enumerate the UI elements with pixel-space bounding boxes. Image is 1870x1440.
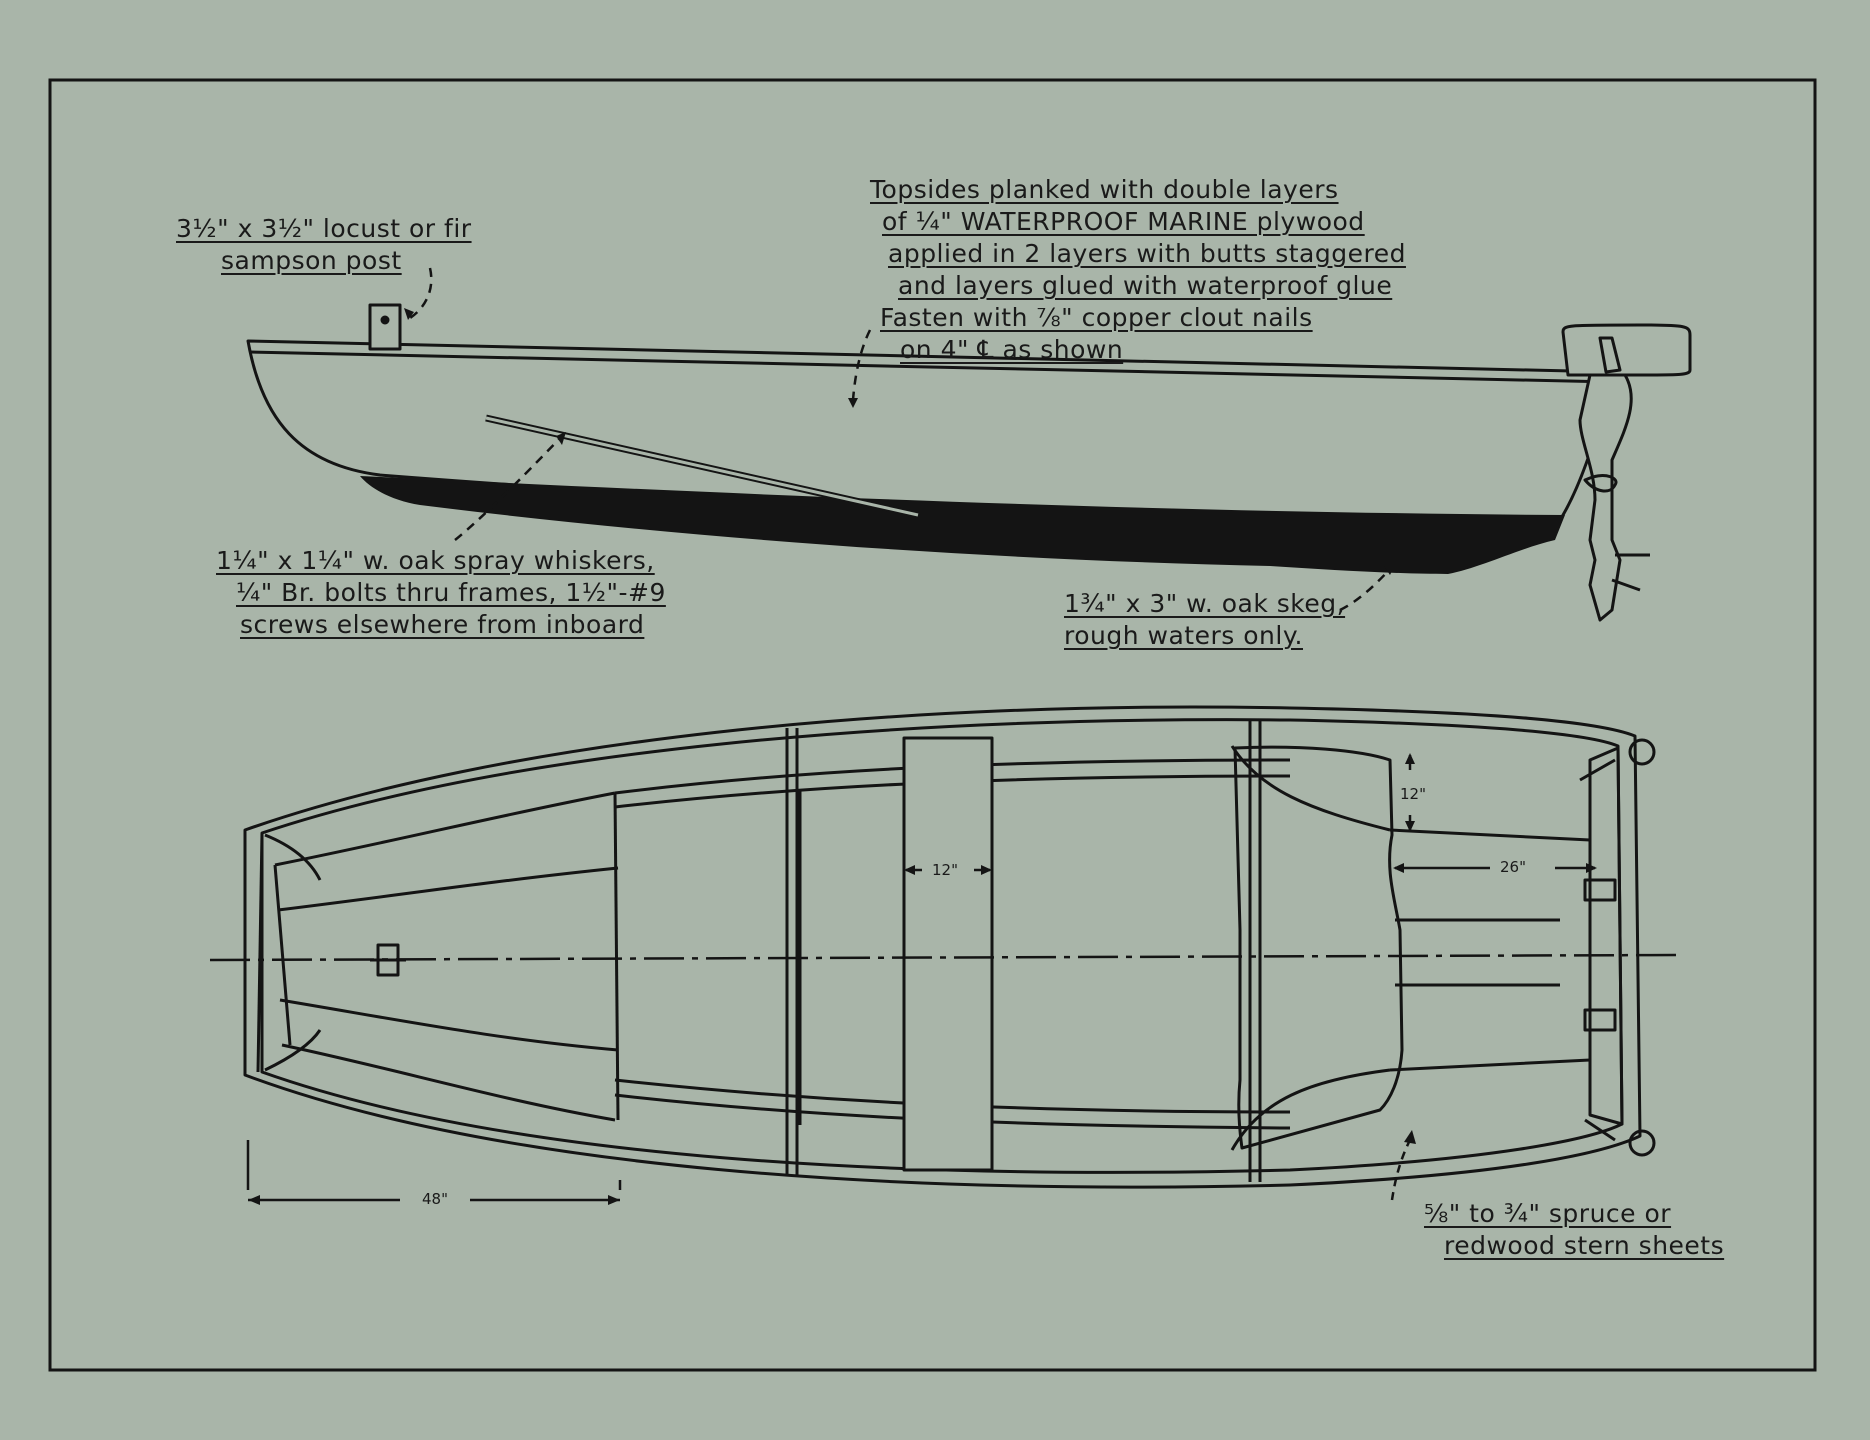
hull-bottom-paint <box>360 476 1565 574</box>
dim-label-thwart-width: 12" <box>932 861 958 879</box>
frame-border <box>48 78 1817 1372</box>
foredeck-plank <box>274 791 619 1122</box>
center-thwart <box>902 736 994 1172</box>
leader-skeg <box>1339 566 1393 612</box>
dim-label-bow-length: 48" <box>422 1190 448 1208</box>
dim-label-seat-depth: 12" <box>1400 785 1426 803</box>
note-topsides: Topsides planked with double layers of ¼… <box>870 175 1406 364</box>
centerline <box>209 953 1681 962</box>
transom <box>1588 746 1624 1126</box>
dim-label-seat-width: 26" <box>1500 858 1526 876</box>
stern-eyebolt-port <box>1628 738 1656 766</box>
note-skeg: 1¾" x 3" w. oak skeg, rough waters only. <box>1064 589 1346 650</box>
outboard-motor <box>1561 323 1692 622</box>
stern-sheets <box>1233 745 1404 1150</box>
leader-topsides <box>851 329 872 401</box>
stern-eyebolt-starboard <box>1628 1129 1656 1157</box>
profile-leaders <box>409 267 1393 612</box>
note-sampson-post: 3½" x 3½" locust or fir sampson post <box>176 214 472 275</box>
leader-spray-whiskers <box>454 434 564 541</box>
plan-view <box>243 705 1656 1189</box>
profile-view <box>246 303 1692 622</box>
frame <box>785 720 1262 1182</box>
profile-arrowheads <box>404 308 1396 575</box>
sampson-post <box>368 303 402 351</box>
sheer-strake <box>249 350 1614 384</box>
leader-stern-sheets <box>1390 1139 1412 1201</box>
note-stern-sheets: ⅝" to ¾" spruce or redwood stern sheets <box>1424 1199 1725 1260</box>
note-spray-whiskers: 1¼" x 1¼" w. oak spray whiskers, ¼" Br. … <box>216 546 666 639</box>
leader-sampson-post <box>409 267 433 320</box>
dim-bow-length <box>246 1140 622 1202</box>
hull-plan-outline <box>243 705 1642 1189</box>
